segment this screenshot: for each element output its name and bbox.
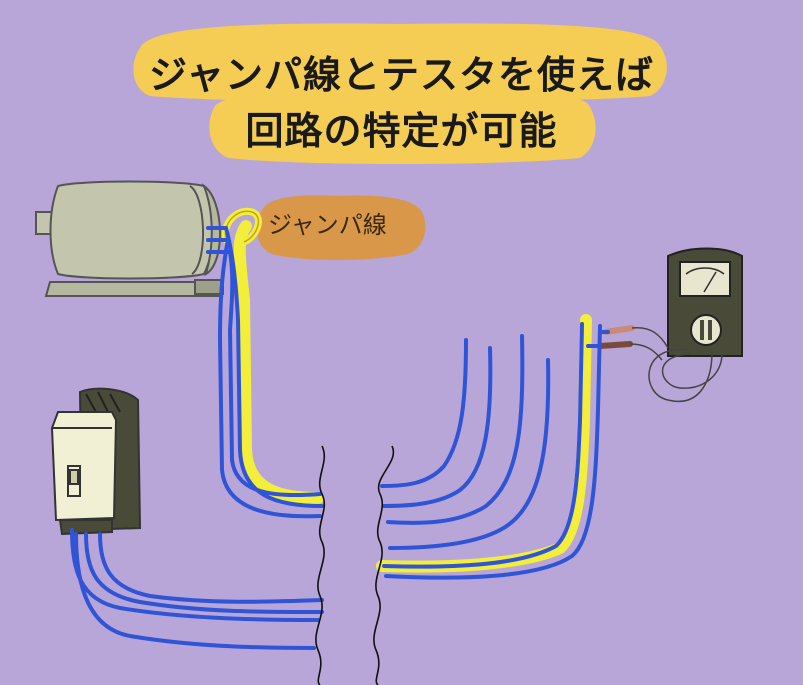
tester-icon [648, 247, 743, 403]
wire-break-lines [315, 445, 395, 685]
wires-breaker [70, 528, 324, 650]
tester-probes [597, 325, 669, 361]
wires-to-tester [382, 322, 610, 580]
wires-motor-left [206, 226, 324, 519]
motor-icon [35, 180, 224, 297]
title-line-1: ジャンパ線とテスタを使えば [148, 53, 655, 97]
jumper-label-bubble [256, 195, 426, 260]
wires-center-right [380, 334, 551, 550]
title-highlight [133, 23, 667, 164]
title-line-2: 回路の特定が可能 [245, 109, 558, 153]
jumper-label: ジャンパ線 [268, 211, 387, 239]
breaker-icon [50, 387, 142, 536]
